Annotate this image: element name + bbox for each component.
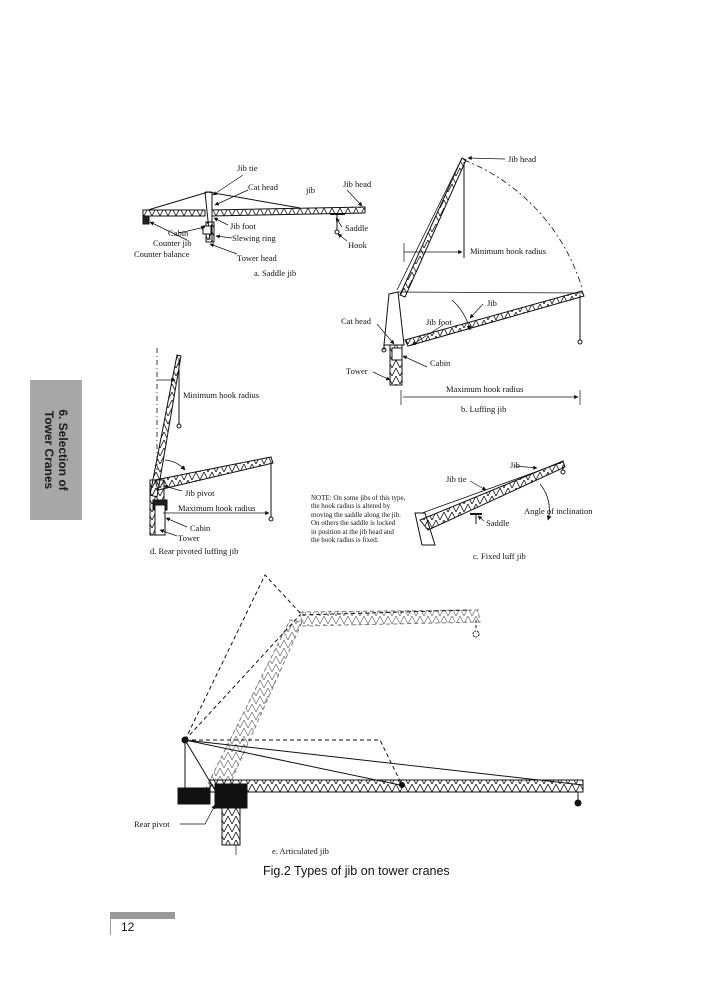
label-b-jib-head: Jib head	[508, 154, 537, 164]
label-d-minimum-hook-radius: Minimum hook radius	[183, 390, 260, 400]
page-number: 12	[121, 920, 135, 934]
label-e-rear-pivot: Rear pivot	[134, 819, 170, 829]
note-line: in position at the jib head and	[311, 527, 394, 536]
label-b-maximum-hook-radius: Maximum hook radius	[446, 384, 524, 394]
note-line: NOTE: On some jibs of this type,	[311, 494, 406, 502]
label-b-cat-head: Cat head	[341, 316, 371, 326]
panel-c-fixed-luff-jib	[414, 460, 566, 546]
label-c-saddle: Saddle	[486, 518, 510, 528]
label-a-cat-head: Cat head	[248, 182, 278, 192]
label-d-maximum-hook-radius: Maximum hook radius	[178, 503, 256, 513]
label-a-counter-jib: Counter jib	[153, 238, 192, 248]
label-d-cabin: Cabin	[190, 523, 211, 533]
label-a-counter-balance: Counter balance	[134, 249, 190, 259]
label-b-jib-foot: Jib foot	[426, 317, 452, 327]
label-c-angle-of-inclination: Angle of inclination	[524, 506, 593, 516]
label-b-cabin: Cabin	[430, 358, 451, 368]
label-d-jib-pivot: Jib pivot	[185, 488, 215, 498]
note-line: On others the saddle is locked	[311, 519, 396, 528]
section-tab	[30, 380, 82, 520]
panel-c-note: NOTE: On some jibs of this type, the hoo…	[311, 494, 429, 544]
label-b-minimum-hook-radius: Minimum hook radius	[470, 246, 547, 256]
panel-a-leaders	[149, 174, 363, 255]
panel-a-saddle-jib	[142, 191, 366, 243]
label-c-jib: Jib	[510, 460, 520, 470]
label-a-jib-head: Jib head	[343, 179, 372, 189]
label-a-tower-head: Tower head	[237, 253, 277, 263]
label-b-jib: Jib	[487, 298, 497, 308]
note-line: moving the saddle along the jib.	[311, 510, 401, 519]
caption-e: e. Articulated jib	[272, 846, 329, 856]
label-a-cabin: Cabin	[168, 228, 189, 238]
panel-e-articulated-jib	[177, 574, 584, 855]
panel-b-leaders	[372, 156, 506, 381]
page-number-bar	[110, 912, 175, 919]
caption-b: b. Luffing jib	[461, 404, 507, 414]
label-a-slewing-ring: Slewing ring	[232, 233, 276, 243]
note-line: the hook radius is fixed.	[311, 536, 379, 545]
figure-caption: Fig.2 Types of jib on tower cranes	[263, 864, 450, 878]
panel-d-leaders	[159, 484, 188, 537]
label-a-jib: jib	[306, 185, 315, 195]
label-c-jib-tie: Jib tie	[446, 474, 467, 484]
note-line: the hook radius is altered by	[311, 502, 391, 511]
label-d-tower: Tower	[178, 533, 200, 543]
caption-d: d. Rear pivoted luffing jib	[150, 546, 239, 556]
caption-a: a. Saddle jib	[254, 268, 297, 278]
panel-c-leaders	[469, 465, 538, 522]
label-a-hook: Hook	[348, 240, 367, 250]
panel-b-luffing-jib	[381, 157, 585, 405]
label-a-jib-foot: Jib foot	[230, 221, 256, 231]
label-a-jib-tie: Jib tie	[237, 163, 258, 173]
caption-c: c. Fixed luff jib	[473, 551, 526, 561]
label-b-tower: Tower	[346, 366, 368, 376]
panel-d-rear-pivoted-jib	[149, 348, 274, 536]
page-number-rule	[110, 919, 111, 935]
panel-e-leaders	[180, 804, 216, 825]
label-a-saddle: Saddle	[345, 223, 369, 233]
